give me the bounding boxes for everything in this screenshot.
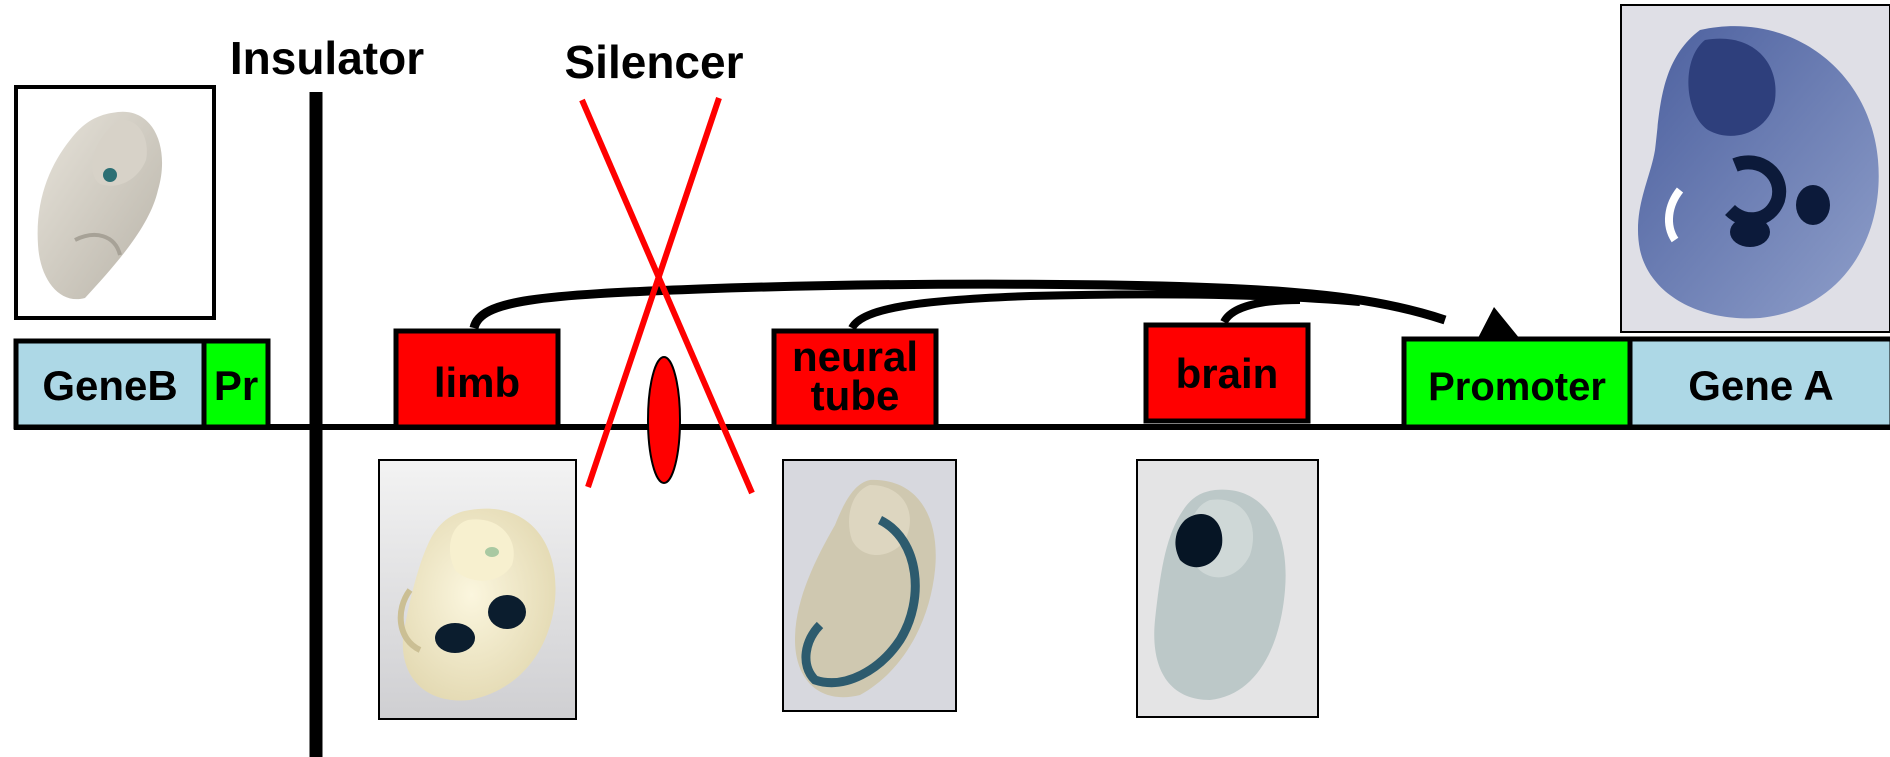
- embryo-small-photo: [16, 87, 214, 318]
- silencer-element: [648, 357, 680, 483]
- brain-label: brain: [1176, 350, 1279, 397]
- pr-label: Pr: [214, 362, 258, 409]
- limb-loop-arc: [474, 284, 1445, 328]
- silencer-label: Silencer: [565, 36, 744, 88]
- gene-a-label: Gene A: [1688, 362, 1833, 409]
- promoter-arrowhead: [1478, 307, 1520, 339]
- embryo-limb-photo: [379, 460, 576, 719]
- promoter-label: Promoter: [1428, 365, 1606, 409]
- limb-label: limb: [434, 359, 520, 406]
- insulator-label: Insulator: [230, 32, 424, 84]
- gene-b-label: GeneB: [42, 362, 177, 409]
- brain-loop-arc: [1224, 300, 1300, 322]
- embryo-neural-tube-photo: [783, 460, 956, 711]
- embryo-gene-a-photo: [1621, 5, 1890, 332]
- neural-label-line2: tube: [811, 372, 900, 419]
- embryo-brain-photo: [1137, 460, 1318, 717]
